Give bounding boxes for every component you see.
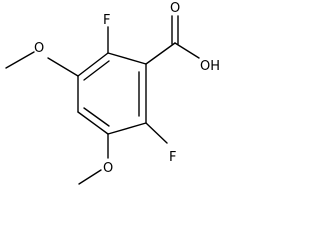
atom-label-f-bottom: F — [169, 150, 176, 165]
atom-label-hydroxyl: OH — [200, 59, 220, 74]
ring-bond-c2-c3 — [77, 52, 109, 77]
bond-c6-f — [145, 122, 168, 144]
bond-c1-carboxyl — [145, 42, 176, 65]
ring-bond-c4-c5 — [77, 111, 109, 135]
chemical-structure-diagram: F F O O O OH — [5, 1, 220, 185]
bond-carboxyl-oh — [174, 42, 200, 59]
ring-bond-c1-c2 — [107, 52, 147, 65]
atom-label-carbonyl-o: O — [170, 1, 180, 16]
ring-inner-double-bond — [83, 60, 110, 81]
atom-label-o-top: O — [34, 41, 44, 56]
atom-label-f-top: F — [103, 13, 110, 28]
atom-label-o-bottom: O — [103, 161, 113, 176]
benzene-ring — [77, 52, 147, 135]
bond-o-methyl-bottom — [78, 169, 102, 185]
bond-o-methyl-top — [5, 51, 35, 69]
ring-bond-c5-c6 — [107, 122, 147, 135]
bond-c3-o — [47, 57, 79, 77]
ring-inner-double-bond — [83, 107, 110, 127]
